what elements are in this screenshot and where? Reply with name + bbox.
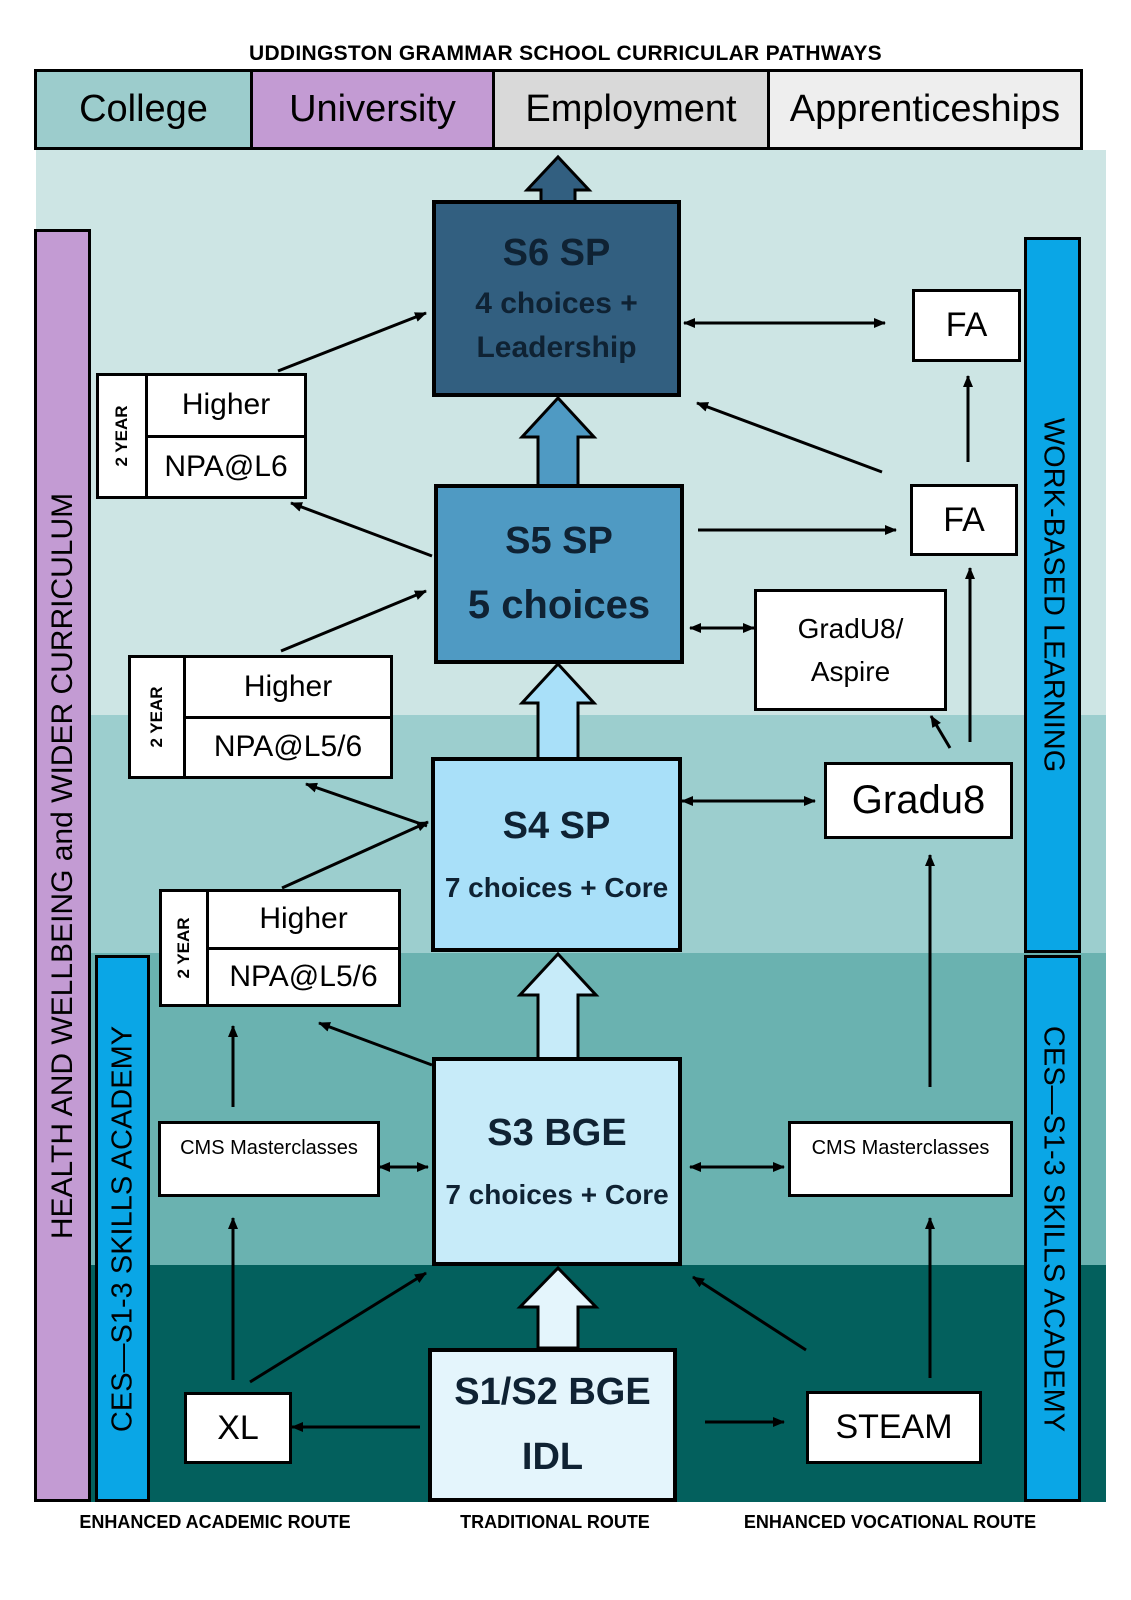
stage-s5-title: S5 SP bbox=[505, 520, 613, 562]
two-year-box-s5-year: 2 YEAR bbox=[131, 658, 186, 776]
stage-s3-line1: 7 choices + Core bbox=[445, 1179, 669, 1210]
destination-college: College bbox=[34, 69, 253, 150]
cms-masterclasses-left: CMS Masterclasses bbox=[158, 1121, 380, 1197]
arrow-higher-s5 bbox=[280, 589, 427, 653]
two-year-box-s5-higher: Higher bbox=[243, 669, 333, 703]
stage-s1s2: S1/S2 BGE IDL bbox=[428, 1348, 677, 1502]
gradu8-aspire-line1: GradU8/ bbox=[797, 612, 904, 644]
two-year-box-s4: 2 YEAR Higher NPA@L5/6 bbox=[159, 889, 401, 1007]
two-year-box-s5-npa: NPA@L5/6 bbox=[186, 715, 390, 777]
progression-arrow-s3-s4 bbox=[516, 951, 600, 1061]
cms-masterclasses-left-label: CMS Masterclasses bbox=[180, 1137, 358, 1159]
arrow-higher-s4 bbox=[281, 820, 429, 890]
progression-arrow-s4-s5 bbox=[518, 661, 598, 762]
arrow-s5-higher bbox=[290, 501, 433, 558]
arrow-xl-s3 bbox=[249, 1271, 427, 1384]
fa-box-mid: FA bbox=[910, 484, 1018, 556]
arrow-gradu8-aspire bbox=[929, 715, 952, 749]
two-year-box-s4-year: 2 YEAR bbox=[162, 892, 209, 1004]
progression-arrow-s1s2-s3 bbox=[516, 1265, 600, 1350]
arrow-s3-higher bbox=[318, 1021, 433, 1067]
destination-apprenticeships-label: Apprenticeships bbox=[789, 88, 1061, 130]
two-year-box-s4-higher: Higher bbox=[259, 902, 348, 936]
sidebar-work-based-learning: WORK-BASED LEARNING bbox=[1024, 237, 1081, 953]
stage-s3-title: S3 BGE bbox=[487, 1112, 627, 1154]
stage-s3: S3 BGE 7 choices + Core bbox=[432, 1057, 682, 1266]
stage-s6-line1: 4 choices + bbox=[475, 287, 638, 320]
stage-s4-title: S4 SP bbox=[502, 805, 611, 847]
arrow-steam-s3 bbox=[692, 1275, 807, 1352]
route-academic: ENHANCED ACADEMIC ROUTE bbox=[79, 1512, 351, 1532]
progression-arrow-s5-s6 bbox=[518, 395, 598, 489]
two-year-box-s6-year: 2 YEAR bbox=[99, 376, 148, 496]
route-traditional: TRADITIONAL ROUTE bbox=[460, 1512, 650, 1532]
gradu8-aspire-line2: Aspire bbox=[810, 656, 891, 687]
two-year-box-s6-npa: NPA@L6 bbox=[148, 434, 304, 497]
stage-s6-title: S6 SP bbox=[502, 232, 611, 274]
arrow-higher-s6 bbox=[277, 311, 427, 373]
destination-university: University bbox=[253, 69, 495, 150]
destination-apprenticeships: Apprenticeships bbox=[770, 69, 1083, 150]
steam-label: STEAM bbox=[835, 1408, 953, 1446]
progression-arrow-s6 bbox=[523, 154, 593, 204]
fa-box-top: FA bbox=[912, 289, 1021, 362]
arrow-s4-higher bbox=[305, 782, 428, 828]
fa-box-top-label: FA bbox=[945, 306, 988, 344]
fa-box-mid-label: FA bbox=[943, 500, 985, 539]
cms-masterclasses-right: CMS Masterclasses bbox=[788, 1121, 1013, 1197]
gradu8-label: Gradu8 bbox=[851, 778, 986, 822]
stage-s1s2-line1: IDL bbox=[521, 1436, 584, 1478]
xl-box: XL bbox=[184, 1392, 292, 1464]
steam-box: STEAM bbox=[806, 1391, 982, 1464]
route-vocational: ENHANCED VOCATIONAL ROUTE bbox=[743, 1512, 1037, 1532]
two-year-box-s6: 2 YEAR Higher NPA@L6 bbox=[96, 373, 307, 499]
two-year-box-s5: 2 YEAR Higher NPA@L5/6 bbox=[128, 655, 393, 779]
cms-masterclasses-right-label: CMS Masterclasses bbox=[811, 1137, 990, 1159]
stage-s6: S6 SP 4 choices + Leadership bbox=[432, 200, 681, 397]
gradu8-box: Gradu8 bbox=[824, 762, 1013, 839]
two-year-box-s4-npa: NPA@L5/6 bbox=[209, 946, 398, 1005]
destination-employment: Employment bbox=[495, 69, 770, 150]
stage-s6-line2: Leadership bbox=[476, 331, 637, 364]
stage-s1s2-title: S1/S2 BGE bbox=[454, 1371, 651, 1413]
stage-s5-line1: 5 choices bbox=[467, 583, 651, 627]
xl-label: XL bbox=[217, 1408, 259, 1447]
gradu8-aspire-box: GradU8/ Aspire bbox=[754, 589, 947, 711]
page-title: UDDINGSTON GRAMMAR SCHOOL CURRICULAR PAT… bbox=[248, 42, 882, 65]
destination-employment-label: Employment bbox=[525, 88, 737, 130]
stage-s5: S5 SP 5 choices bbox=[434, 484, 684, 664]
arrow-fa-s6 bbox=[696, 401, 883, 474]
stage-s4: S4 SP 7 choices + Core bbox=[431, 757, 682, 952]
destination-college-label: College bbox=[79, 88, 208, 130]
destination-university-label: University bbox=[289, 88, 456, 130]
stage-s4-line1: 7 choices + Core bbox=[444, 872, 669, 903]
sidebar-skills-academy-left: CES—S1-3 SKILLS ACADEMY bbox=[95, 955, 150, 1502]
sidebar-skills-academy-right: CES—S1-3 SKILLS ACADEMY bbox=[1024, 955, 1081, 1502]
two-year-box-s6-higher: Higher bbox=[181, 388, 271, 422]
sidebar-health-wellbeing: HEALTH AND WELLBEING and WIDER CURRICULU… bbox=[34, 229, 91, 1502]
